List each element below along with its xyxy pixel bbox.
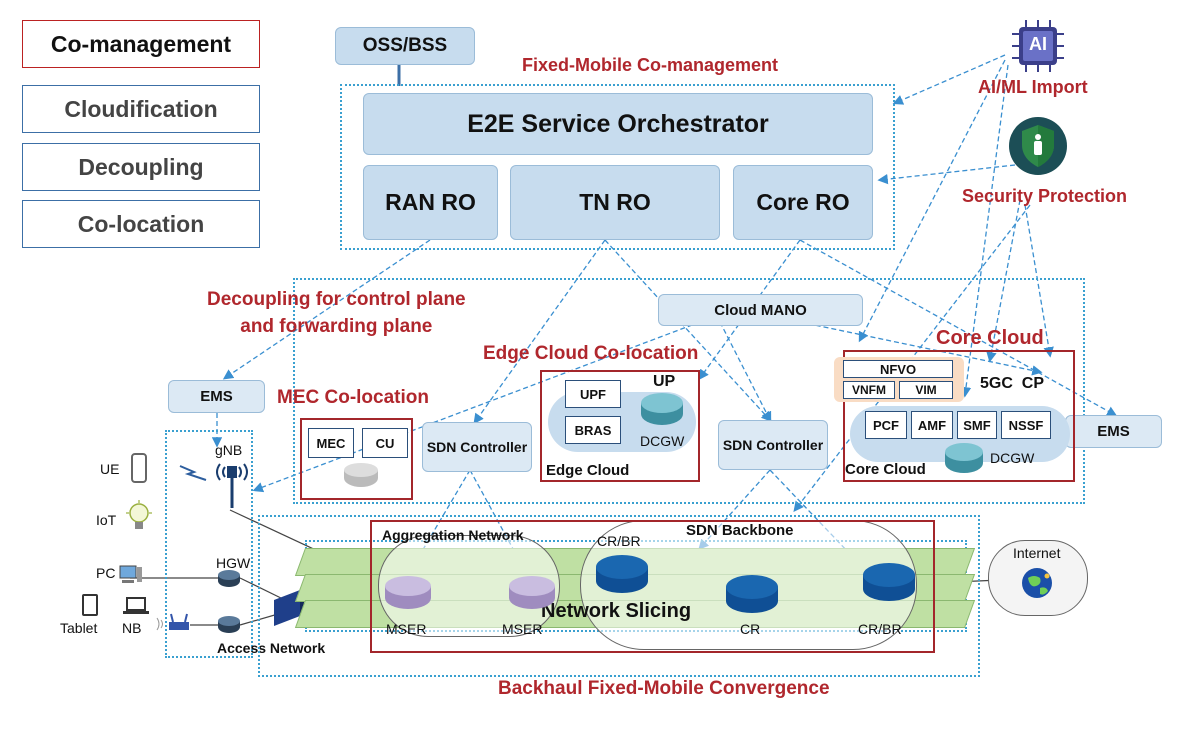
ai-chip-icon: AI	[1010, 18, 1066, 74]
core-cloud-title: Core Cloud	[936, 327, 1044, 349]
hgw-label: HGW	[216, 555, 251, 571]
ai-icon-text: AI	[1029, 34, 1047, 54]
ue-label: UE	[100, 461, 120, 477]
nfvo-box: NFVO	[843, 360, 953, 378]
mec-colocation-label: MEC Co-location	[277, 387, 429, 408]
legend-cloudification: Cloudification	[22, 85, 260, 133]
gnb-label: gNB	[215, 442, 243, 458]
oss-bss-box: OSS/BSS	[335, 27, 475, 65]
bras-box: BRAS	[565, 416, 621, 444]
mser-2-label: MSER	[502, 621, 543, 637]
phone-icon	[131, 453, 147, 483]
tablet-icon	[82, 594, 98, 616]
internet-label: Internet	[1013, 545, 1061, 561]
internet-cloud	[988, 540, 1088, 616]
vnfm-box: VNFM	[843, 381, 895, 399]
core-dcgw-label: DCGW	[990, 450, 1035, 466]
sdn-controller-1: SDN Controller	[422, 422, 532, 472]
aggregation-network-label: Aggregation Network	[382, 527, 524, 543]
security-shield-icon	[1008, 115, 1068, 177]
decoupling-label: Decoupling for control plane and forward…	[207, 286, 466, 340]
nssf-box: NSSF	[1001, 411, 1051, 439]
ran-ro-box: RAN RO	[363, 165, 498, 240]
e2e-orchestrator-box: E2E Service Orchestrator	[363, 93, 873, 155]
core-ro-box: Core RO	[733, 165, 873, 240]
edge-cloud-label: Edge Cloud	[546, 462, 630, 479]
access-frame	[165, 430, 253, 658]
iot-label: IoT	[96, 512, 117, 528]
ems-right-box: EMS	[1065, 415, 1162, 448]
decoupling-line-1: Decoupling for control plane	[207, 289, 466, 310]
edge-cloud-frame	[540, 370, 700, 482]
access-network-label: Access Network	[217, 640, 326, 656]
sdn-backbone-label: SDN Backbone	[686, 522, 794, 539]
amf-box: AMF	[911, 411, 953, 439]
network-slicing-frame	[370, 520, 935, 653]
backhaul-frame	[258, 515, 980, 677]
crbr-right-label: CR/BR	[858, 621, 902, 637]
cloud-mano-box: Cloud MANO	[658, 294, 863, 326]
security-label: Security Protection	[962, 186, 1128, 206]
network-slicing-label: Network Slicing	[541, 600, 692, 622]
decoupling-line-2: and forwarding plane	[240, 316, 433, 337]
ai-ml-label: AI/ML Import	[978, 77, 1088, 97]
cu-box: CU	[362, 428, 408, 458]
legend-co-management: Co-management	[22, 20, 260, 68]
orchestration-frame	[340, 84, 895, 250]
edge-colocation-label: Edge Cloud Co-location	[483, 343, 699, 364]
legend-decoupling: Decoupling	[22, 143, 260, 191]
pc-label: PC	[96, 565, 116, 581]
mec-colocation-frame	[300, 418, 413, 500]
tablet-label: Tablet	[60, 620, 98, 636]
smf-box: SMF	[957, 411, 997, 439]
cr-label: CR	[740, 621, 761, 637]
upf-box: UPF	[565, 380, 621, 408]
crbr-top-label: CR/BR	[597, 533, 641, 549]
mec-box: MEC	[308, 428, 354, 458]
cloud-frame	[293, 278, 1085, 504]
sdn-controller-2: SDN Controller	[718, 420, 828, 470]
fm-comanagement-label: Fixed-Mobile Co-management	[522, 55, 779, 75]
pcf-box: PCF	[865, 411, 907, 439]
legend-co-location: Co-location	[22, 200, 260, 248]
mser-1-label: MSER	[386, 621, 427, 637]
5gc-cp-label: 5GC CP	[980, 375, 1045, 392]
ems-left-box: EMS	[168, 380, 265, 413]
core-cloud-label: Core Cloud	[845, 461, 926, 478]
edge-dcgw-label: DCGW	[640, 433, 685, 449]
backhaul-label: Backhaul Fixed-Mobile Convergence	[498, 678, 830, 699]
vim-box: VIM	[899, 381, 953, 399]
tn-ro-box: TN RO	[510, 165, 720, 240]
nb-label: NB	[122, 620, 142, 636]
core-cloud-frame	[843, 350, 1075, 482]
up-label: UP	[653, 373, 676, 390]
